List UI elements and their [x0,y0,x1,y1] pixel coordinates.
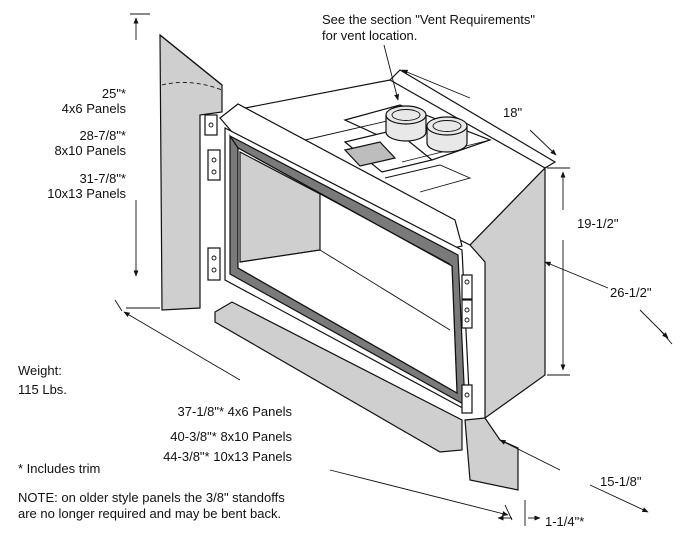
dimension-lines [114,13,673,526]
vent-pipes [385,105,468,153]
height-front-label: 19-1/2" [577,216,619,231]
standoff-brackets-right [461,274,473,414]
note-line-1: NOTE: on older style panels the 3/8" sta… [18,490,285,505]
standoff-label: 1-1/4"* [545,514,584,529]
height-trim-labels: 25"* 4x6 Panels 28-7/8"* 8x10 Panels 31-… [47,86,126,201]
height-size-4x6: 25"* [102,86,126,101]
width-10x13: 44-3/8"* 10x13 Panels [163,449,292,464]
standoff-brackets-left [204,114,221,281]
note-line-2: are no longer required and may be bent b… [18,506,281,521]
trim-bottom [214,301,463,453]
width-trim-labels: 37-1/8"* 4x6 Panels 40-3/8"* 8x10 Panels… [163,404,292,464]
trim-left [159,33,223,311]
callout-line-1: See the section "Vent Requirements" [322,12,535,27]
width-4x6: 37-1/8"* 4x6 Panels [178,404,293,419]
depth-top-label: 18" [503,105,522,120]
depth-bottom-label: 15-1/8" [600,474,642,489]
top-access-plate [343,141,397,167]
height-panel-10x13: 10x13 Panels [47,186,126,201]
front-frame [219,103,471,414]
firebox-right-side [469,166,546,420]
height-size-8x10: 28-7/8"* [79,128,126,143]
height-size-10x13: 31-7/8"* [79,171,126,186]
width-8x10: 40-3/8"* 8x10 Panels [170,429,292,444]
firebox-body [233,69,557,420]
height-panel-8x10: 8x10 Panels [54,143,126,158]
height-panel-4x6: 4x6 Panels [62,101,127,116]
callout-text: See the section "Vent Requirements" for … [322,12,535,43]
weight-value: 115 Lbs. [18,382,67,397]
footnote: * Includes trim [18,461,100,476]
weight-label: Weight: [18,363,62,378]
callout-line-2: for vent location. [322,28,417,43]
height-back-label: 26-1/2" [610,285,652,300]
trim-right [464,417,519,491]
